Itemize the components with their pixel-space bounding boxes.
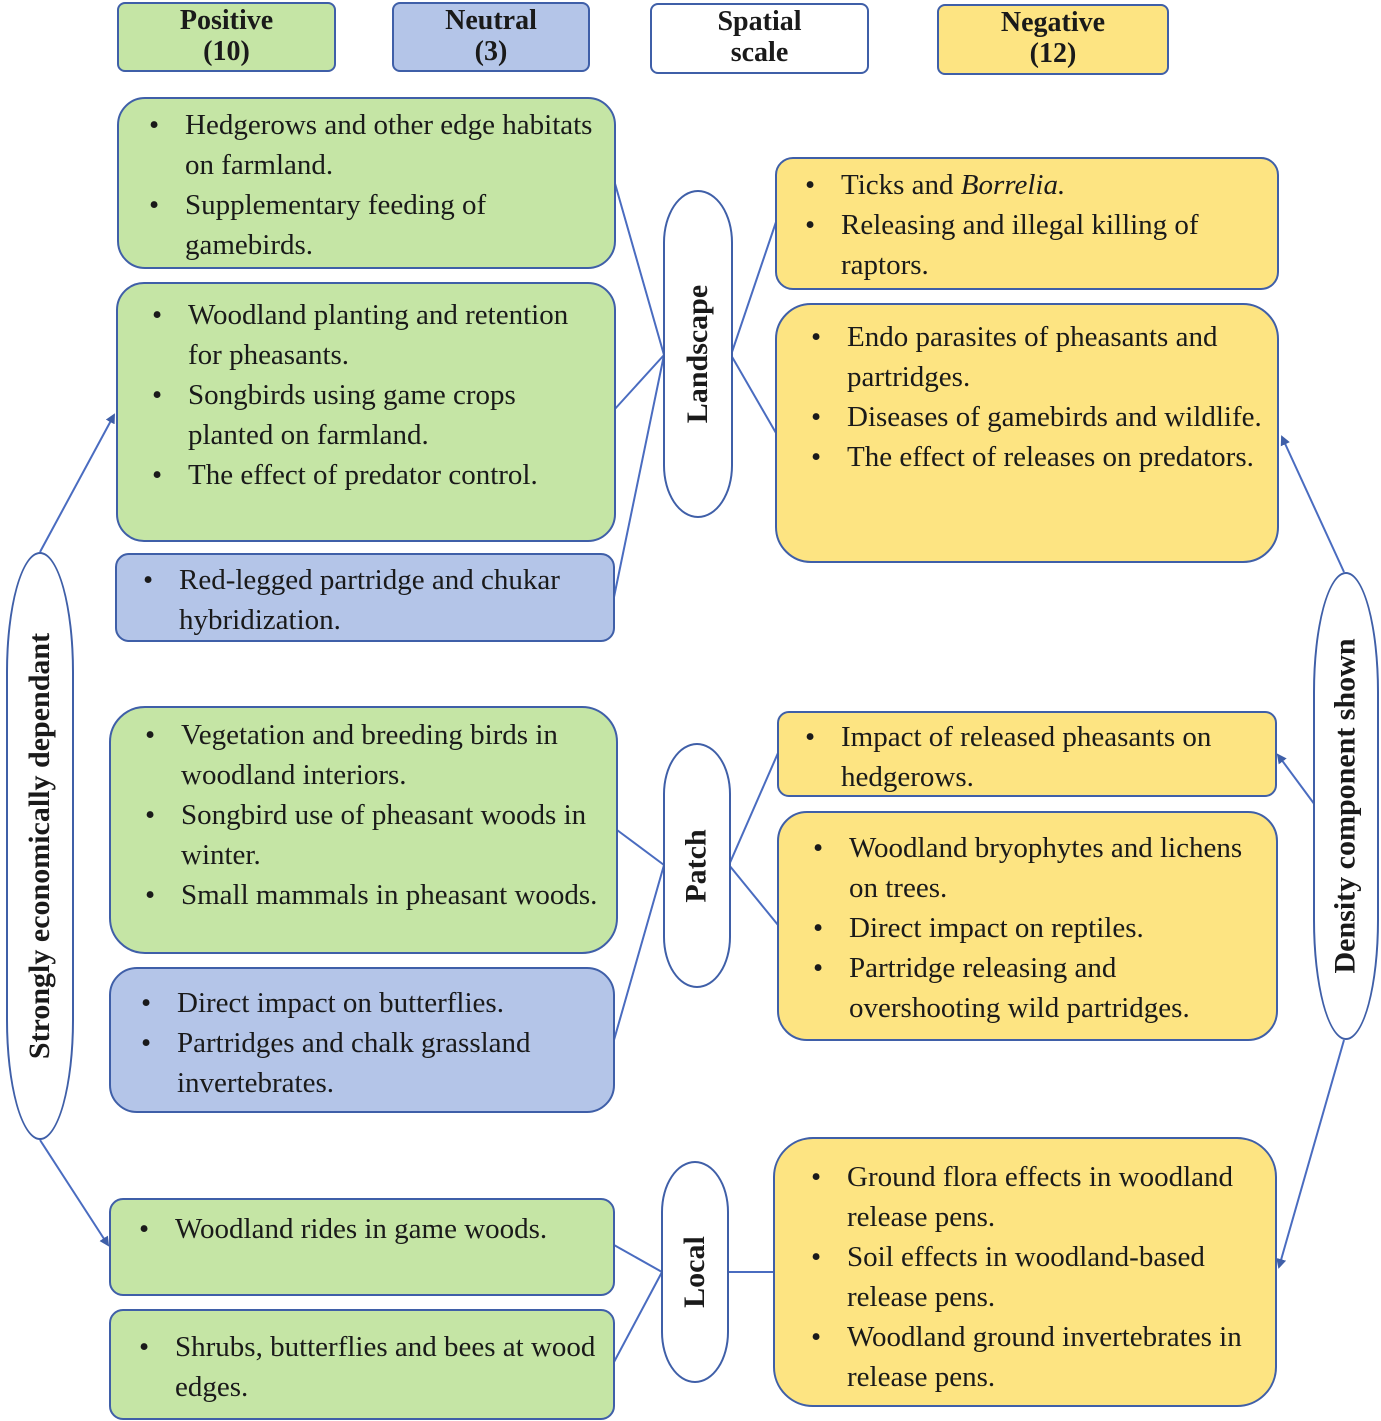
list-item: Woodland rides in game woods. [139, 1209, 603, 1249]
list-item: Vegetation and breeding birds in woodlan… [145, 715, 606, 795]
list-item: Impact of released pheasants on hedgerow… [805, 717, 1265, 797]
patch-negative-box-2: Woodland bryophytes and lichens on trees… [777, 811, 1278, 1041]
header-scale-line2: scale [730, 37, 789, 68]
list-item: Endo parasites of pheasants and partridg… [811, 317, 1267, 397]
header-positive-count: (10) [203, 36, 250, 67]
patch-neutral-box: Direct impact on butterflies. Partridges… [109, 967, 615, 1113]
list-item: The effect of predator control. [152, 455, 604, 495]
list-item: Red-legged partridge and chukar hybridiz… [143, 560, 603, 640]
header-negative-label: Negative [1000, 7, 1106, 38]
axis-left-label: Strongly economically dependant [23, 632, 57, 1060]
local-positive-box-2: Shrubs, butterflies and bees at wood edg… [109, 1309, 615, 1420]
list-item: Songbirds using game crops planted on fa… [152, 375, 604, 455]
list-item: Woodland ground invertebrates in release… [811, 1317, 1265, 1397]
landscape-positive-box-1: Hedgerows and other edge habitats on far… [117, 97, 616, 269]
header-scale-line1: Spatial [717, 6, 802, 37]
landscape-negative-box-2: Endo parasites of pheasants and partridg… [775, 303, 1279, 563]
list-item: Small mammals in pheasant woods. [145, 875, 606, 915]
header-negative-count: (12) [1029, 38, 1077, 69]
scale-landscape-label: Landscape [681, 284, 714, 424]
scale-patch: Patch [663, 743, 731, 988]
local-positive-box-1: Woodland rides in game woods. [109, 1198, 615, 1296]
list-item: Woodland planting and retention for phea… [152, 295, 604, 375]
ticks-text: Ticks and [841, 169, 961, 201]
list-item: Woodland bryophytes and lichens on trees… [813, 828, 1266, 908]
header-neutral: Neutral (3) [392, 2, 590, 72]
list-item: Ticks and Borrelia. [805, 165, 1267, 205]
header-spatial-scale: Spatial scale [650, 3, 869, 74]
axis-density-component: Density component shown [1313, 572, 1379, 1040]
list-item: The effect of releases on predators. [811, 437, 1267, 477]
list-item: Diseases of gamebirds and wildlife. [811, 397, 1267, 437]
scale-patch-label: Patch [680, 828, 714, 903]
axis-right-label: Density component shown [1329, 638, 1363, 974]
borrelia-text: Borrelia. [960, 169, 1066, 201]
scale-local: Local [661, 1161, 729, 1383]
patch-positive-box: Vegetation and breeding birds in woodlan… [109, 706, 618, 954]
list-item: Releasing and illegal killing of raptors… [805, 205, 1267, 285]
header-positive-label: Positive [179, 5, 274, 36]
header-neutral-label: Neutral [445, 5, 537, 36]
landscape-positive-box-2: Woodland planting and retention for phea… [116, 282, 616, 542]
header-negative: Negative (12) [937, 4, 1169, 75]
header-neutral-count: (3) [474, 36, 508, 67]
list-item: Direct impact on butterflies. [141, 983, 603, 1023]
list-item: Soil effects in woodland-based release p… [811, 1237, 1265, 1317]
landscape-negative-box-1: Ticks and Borrelia. Releasing and illega… [775, 157, 1279, 290]
patch-negative-box-1: Impact of released pheasants on hedgerow… [777, 711, 1277, 797]
header-positive: Positive (10) [117, 2, 336, 72]
landscape-neutral-box: Red-legged partridge and chukar hybridiz… [115, 553, 615, 642]
list-item: Songbird use of pheasant woods in winter… [145, 795, 606, 875]
scale-landscape: Landscape [663, 190, 733, 518]
list-item: Direct impact on reptiles. [813, 908, 1266, 948]
local-negative-box: Ground flora effects in woodland release… [773, 1137, 1277, 1407]
list-item: Shrubs, butterflies and bees at wood edg… [139, 1327, 603, 1407]
scale-local-label: Local [678, 1236, 712, 1308]
list-item: Hedgerows and other edge habitats on far… [149, 105, 604, 185]
axis-economically-dependant: Strongly economically dependant [6, 552, 74, 1140]
list-item: Partridges and chalk grassland invertebr… [141, 1023, 603, 1103]
list-item: Partridge releasing and overshooting wil… [813, 948, 1266, 1028]
list-item: Ground flora effects in woodland release… [811, 1157, 1265, 1237]
list-item: Supplementary feeding of gamebirds. [149, 185, 604, 265]
